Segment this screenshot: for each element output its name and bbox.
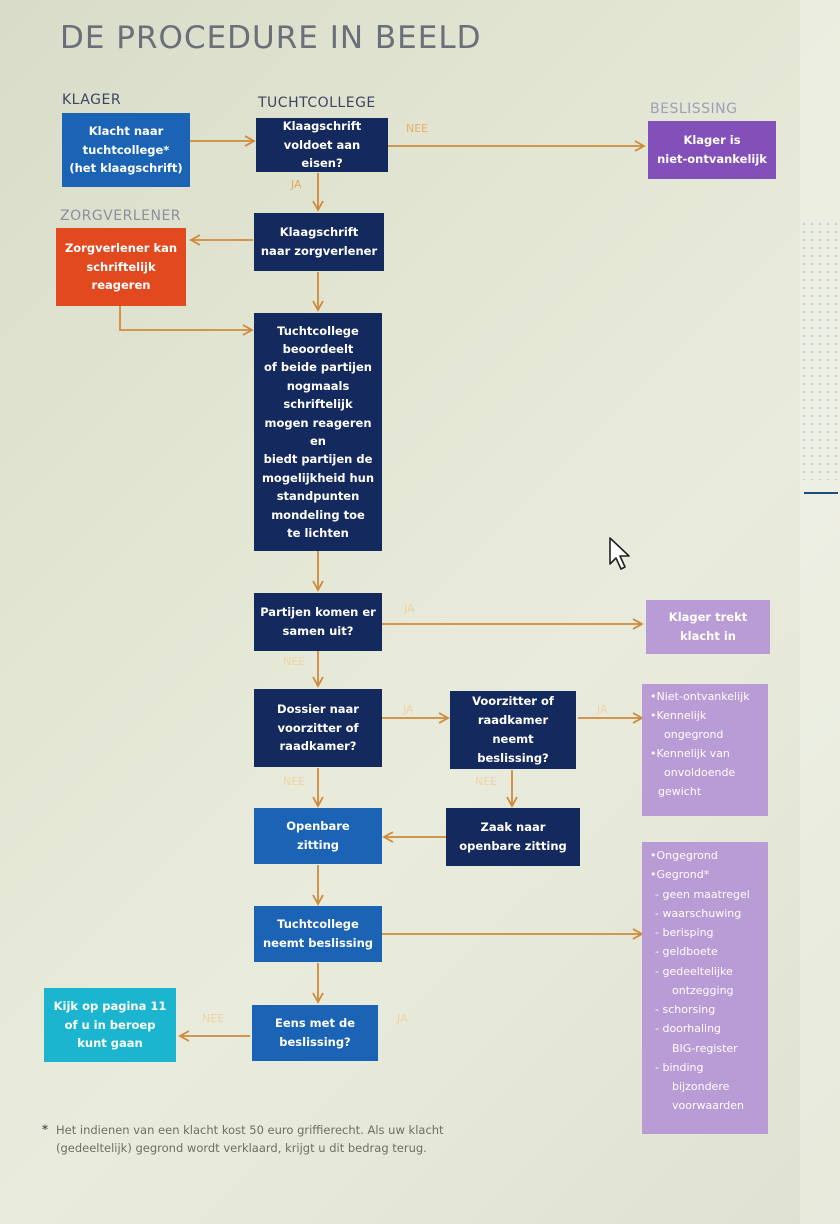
label-ja-voldoet: JA (291, 178, 302, 191)
label-nee-voorzitter: NEE (475, 775, 498, 788)
column-header-klager: KLAGER (62, 92, 122, 108)
page-title: DE PROCEDURE IN BEELD (60, 20, 482, 56)
box-outcomes-zitting: Ongegrond Gegrond* geen maatregel waarsc… (642, 842, 768, 1134)
box-outcomes-raadkamer: Niet-ontvankelijk Kennelijk ongegrond Ke… (642, 684, 768, 816)
label-nee-eens: NEE (202, 1012, 225, 1025)
label-nee-dossier: NEE (283, 775, 306, 788)
box-openbare-zitting: Openbare zitting (254, 808, 382, 864)
footnote-line-1: Het indienen van een klacht kost 50 euro… (56, 1123, 444, 1137)
box-voorzitter-neemt-beslissing: Voorzitter of raadkamer neemt beslissing… (450, 691, 576, 769)
mouse-cursor-icon (609, 537, 630, 570)
box-zaak-naar-openbare-zitting: Zaak naar openbare zitting (446, 808, 580, 866)
column-header-beslissing: BESLISSING (650, 101, 738, 117)
box-dossier-naar-voorzitter: Dossier naar voorzitter of raadkamer? (254, 689, 382, 767)
footnote-line-2: (gedeeltelijk) gegrond wordt verklaard, … (56, 1141, 427, 1156)
page-edge (800, 0, 840, 1224)
box-klacht-naar-tuchtcollege: Klacht naar tuchtcollege* (het klaagschr… (62, 113, 190, 187)
label-ja-samen-uit: JA (404, 602, 415, 615)
box-zorgverlener-kan-reageren: Zorgverlener kan schriftelijk reageren (56, 228, 186, 306)
decorative-accent-line (804, 492, 838, 494)
box-eens-met-de-beslissing: Eens met de beslissing? (252, 1005, 378, 1061)
box-partijen-komen-er-samen-uit: Partijen komen er samen uit? (254, 593, 382, 651)
box-klager-trekt-klacht-in: Klager trekt klacht in (646, 600, 770, 654)
box-voldoet-aan-eisen: Klaagschrift voldoet aan eisen? (256, 118, 388, 172)
box-klager-niet-ontvankelijk: Klager is niet-ontvankelijk (648, 121, 776, 179)
footnote: * Het indienen van een klacht kost 50 eu… (42, 1121, 512, 1158)
label-ja-dossier: JA (403, 703, 414, 716)
label-nee-samen-uit: NEE (283, 655, 306, 668)
column-header-zorgverlener: ZORGVERLENER (60, 208, 182, 224)
column-header-tuchtcollege: TUCHTCOLLEGE (258, 95, 376, 111)
label-ja-eens: JA (397, 1012, 408, 1025)
footnote-star: * (42, 1122, 49, 1136)
box-tuchtcollege-neemt-beslissing: Tuchtcollege neemt beslissing (254, 906, 382, 962)
box-tuchtcollege-beoordeelt: Tuchtcollege beoordeelt of beide partije… (254, 313, 382, 551)
box-klaagschrift-naar-zorgverlener: Klaagschrift naar zorgverlener (254, 213, 384, 271)
label-nee-niet-ontvankelijk: NEE (406, 122, 429, 135)
box-kijk-op-pagina-11: Kijk op pagina 11 of u in beroep kunt ga… (44, 988, 176, 1062)
decorative-dot-pattern (800, 220, 840, 480)
arrow-zorgverlener-to-beoordeelt (119, 306, 254, 336)
label-ja-voorzitter: JA (597, 703, 608, 716)
